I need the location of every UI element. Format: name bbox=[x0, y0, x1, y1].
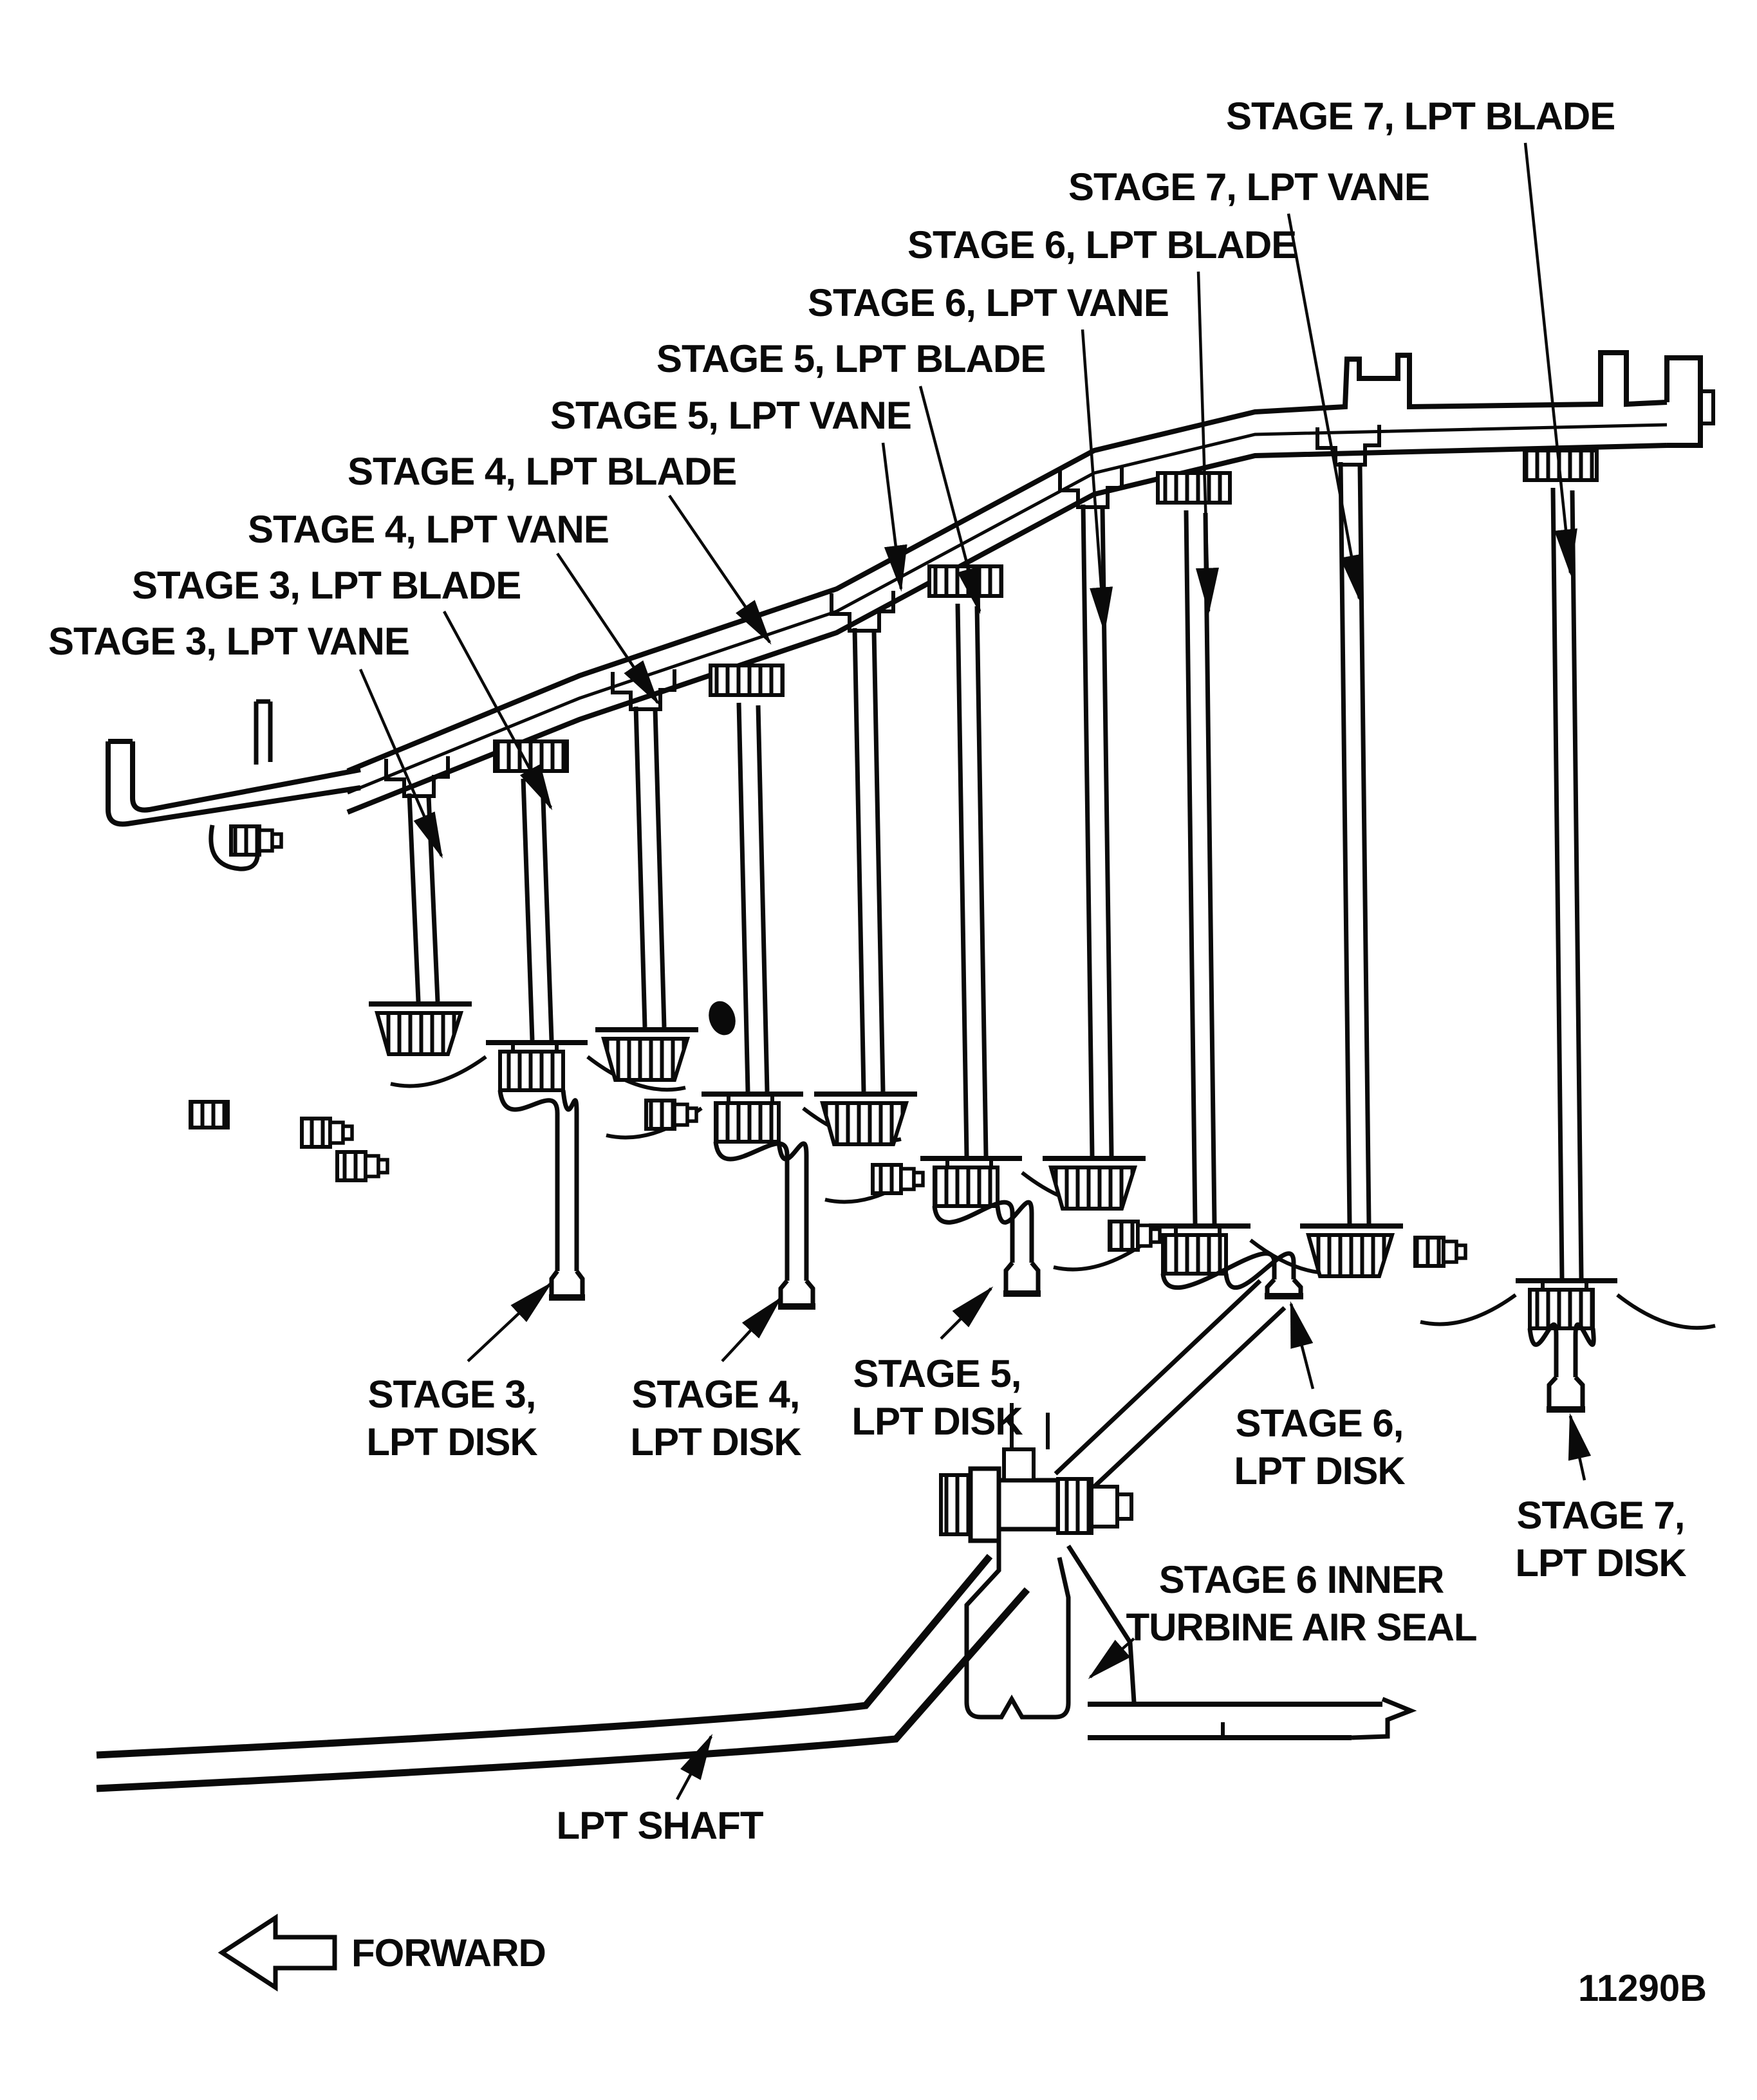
figure-number: 11290B bbox=[1578, 1967, 1707, 2009]
stage3-blade-label: STAGE 3, LPT BLADE bbox=[132, 564, 521, 607]
air-seal-label: STAGE 6 INNER TURBINE AIR SEAL bbox=[1126, 1556, 1477, 1651]
stage3-vane-graphic bbox=[369, 756, 472, 1056]
stage3-disk-label: STAGE 3, LPT DISK bbox=[366, 1371, 537, 1466]
locating-dot bbox=[709, 1001, 736, 1036]
hub-bolt-clusters bbox=[189, 824, 1467, 1268]
stage5-vane-graphic bbox=[814, 591, 917, 1146]
stage6-blade-label: STAGE 6, LPT BLADE bbox=[907, 223, 1297, 266]
stage7-disk-label-line2: LPT DISK bbox=[1515, 1541, 1686, 1584]
stage4-vane-graphic bbox=[595, 669, 698, 1082]
forward-arrow-icon bbox=[218, 1913, 337, 1992]
stage6-disk-label-line2: LPT DISK bbox=[1234, 1449, 1405, 1492]
air-seal-label-line1: STAGE 6 INNER bbox=[1158, 1558, 1445, 1601]
stage4-disk-label-line2: LPT DISK bbox=[630, 1420, 801, 1463]
stage4-disk-label: STAGE 4, LPT DISK bbox=[630, 1371, 801, 1466]
stage3-disk-label-line2: LPT DISK bbox=[366, 1420, 537, 1463]
air-seal-label-line2: TURBINE AIR SEAL bbox=[1126, 1606, 1477, 1649]
lpt-shaft-and-cone bbox=[96, 1279, 1417, 1792]
stage3-disk-label-line1: STAGE 3, bbox=[367, 1373, 537, 1416]
stage7-disk-label-line1: STAGE 7, bbox=[1516, 1494, 1686, 1537]
disk-bolted-joint bbox=[939, 1403, 1133, 1543]
stage6-vane-label: STAGE 6, LPT VANE bbox=[808, 281, 1169, 324]
stage6-disk-label: STAGE 6, LPT DISK bbox=[1234, 1400, 1405, 1495]
stage7-vane-label: STAGE 7, LPT VANE bbox=[1068, 165, 1430, 209]
stage5-disk-label-line2: LPT DISK bbox=[851, 1400, 1023, 1443]
stage5-disk-label: STAGE 5, LPT DISK bbox=[851, 1350, 1023, 1445]
stage7-blade-graphic bbox=[1420, 449, 1716, 1413]
stage4-blade-label: STAGE 4, LPT BLADE bbox=[348, 450, 737, 493]
callout-leader-lines bbox=[358, 142, 1592, 1801]
lpt-shaft-label: LPT SHAFT bbox=[556, 1804, 764, 1847]
stage5-disk-label-line1: STAGE 5, bbox=[853, 1352, 1022, 1395]
stage4-vane-label: STAGE 4, LPT VANE bbox=[248, 508, 609, 551]
stage5-blade-label: STAGE 5, LPT BLADE bbox=[656, 337, 1046, 380]
stage3-vane-label: STAGE 3, LPT VANE bbox=[48, 620, 410, 663]
stage6-inner-air-seal bbox=[964, 1532, 1071, 1720]
stage5-vane-label: STAGE 5, LPT VANE bbox=[550, 394, 912, 437]
forward-label: FORWARD bbox=[351, 1931, 546, 1975]
stage7-disk-label: STAGE 7, LPT DISK bbox=[1515, 1492, 1686, 1587]
stage6-disk-label-line1: STAGE 6, bbox=[1235, 1402, 1404, 1445]
outer-turbine-case bbox=[106, 350, 1715, 871]
stage7-blade-label: STAGE 7, LPT BLADE bbox=[1226, 95, 1615, 138]
stage6-vane-graphic bbox=[1043, 467, 1146, 1211]
stage4-disk-label-line1: STAGE 4, bbox=[631, 1373, 801, 1416]
